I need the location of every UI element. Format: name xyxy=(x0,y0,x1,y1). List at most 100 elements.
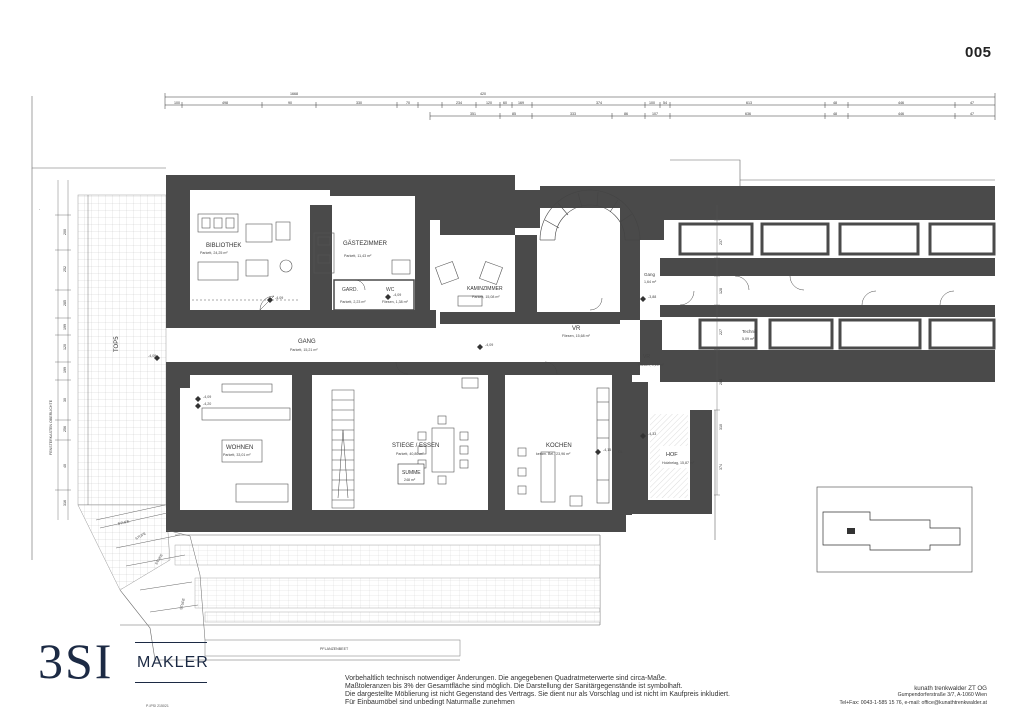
room-name-vr-side: VR xyxy=(643,354,650,360)
room-area-hof: Holzbelag, 15,87 m² xyxy=(662,461,695,465)
step-label-2: STUFE xyxy=(135,531,148,541)
step-label-4: STUFE xyxy=(179,597,186,610)
dimension-chain-top xyxy=(164,93,996,120)
garden-paving-1 xyxy=(174,544,601,566)
logo-rule-bottom xyxy=(135,682,207,683)
svg-text:316: 316 xyxy=(63,500,67,506)
walls xyxy=(166,175,995,532)
room-name-vr-top: VR xyxy=(572,326,581,332)
summe-box xyxy=(397,463,425,485)
sheet-number: 005 xyxy=(965,44,992,61)
svg-text:498: 498 xyxy=(222,101,228,105)
level-3: -4,09 xyxy=(203,395,211,399)
doors xyxy=(259,275,955,375)
svg-text:310: 310 xyxy=(719,424,723,430)
planter-bed xyxy=(204,639,461,657)
furniture-wohnen xyxy=(201,383,291,503)
room-area-summe: 248 m² xyxy=(404,478,416,482)
level-8: -4,33 xyxy=(648,432,656,436)
room-area-bibliothek: Parkett, 24,25 m² xyxy=(200,251,228,255)
room-area-kaminzimmer: Parkett, 15,08 m² xyxy=(472,295,500,299)
svg-text:48: 48 xyxy=(833,101,837,105)
ol-label: OL xyxy=(618,450,623,454)
room-area-gaestezimmer: Parkett, 11,43 m² xyxy=(344,254,372,258)
room-name-gang-right: Gang xyxy=(644,272,656,277)
architect-contact: Tel+Fax: 0043-1-585 15 76, e-mail: offic… xyxy=(839,699,987,706)
level-1: -4,09 xyxy=(275,296,283,300)
svg-text:374: 374 xyxy=(596,101,602,105)
room-area-vr-top: Fliesen, 15,68 m² xyxy=(562,334,591,338)
dim-left-values: 200 252 285 199 120 199 30 256 40 316 xyxy=(63,229,67,506)
level-7: -4,09 xyxy=(393,293,401,297)
hof-label-bg xyxy=(660,446,688,468)
side-label: FENSTERKASTEN OBERLICHTE xyxy=(49,399,53,455)
svg-text:30: 30 xyxy=(63,398,67,402)
room-name-summe: SUMME xyxy=(402,470,421,476)
svg-text:120: 120 xyxy=(63,344,67,350)
svg-text:120: 120 xyxy=(486,101,492,105)
level-2: -4,09 xyxy=(148,354,156,358)
svg-text:252: 252 xyxy=(63,266,67,272)
room-name-stiege-essen: STIEGE / ESSEN xyxy=(392,443,439,449)
key-plan xyxy=(816,486,973,573)
svg-text:613: 613 xyxy=(746,101,752,105)
room-name-gang: GANG xyxy=(298,339,316,345)
level-markers xyxy=(154,294,646,455)
svg-text:284: 284 xyxy=(719,379,723,385)
svg-text:227: 227 xyxy=(719,329,723,335)
courtyard-paving xyxy=(77,194,167,506)
spiral-stair xyxy=(539,189,641,241)
dim-row-2: 351 85 333 86 107 636 48 446 47 xyxy=(470,112,974,116)
disclaimer-line-2: Maßtoleranzen bis 3% der Gesamtfläche si… xyxy=(345,683,683,691)
dim-row-1: 100 498 90 330 70 234 120 60 169 374 100… xyxy=(174,101,974,105)
room-area-technik: 5,09 m² xyxy=(742,337,755,341)
svg-text:446: 446 xyxy=(898,101,904,105)
site-label-left: - xyxy=(37,208,41,210)
step-label-1: STUFE xyxy=(117,519,130,525)
svg-text:200: 200 xyxy=(63,229,67,235)
level-6: -4,20 xyxy=(203,402,211,406)
furniture-bibliothek xyxy=(192,213,300,301)
svg-text:374: 374 xyxy=(719,464,723,470)
svg-text:330: 330 xyxy=(356,101,362,105)
svg-text:90: 90 xyxy=(288,101,292,105)
svg-text:237: 237 xyxy=(719,239,723,245)
svg-text:100: 100 xyxy=(174,101,180,105)
furniture-kaminzimmer xyxy=(435,261,503,307)
room-area-gang: Parkett, 15,21 m² xyxy=(290,348,318,352)
furniture-gaestezimmer xyxy=(313,232,411,275)
room-area-stiege-essen: Parkett, 40,80 m² xyxy=(396,452,424,456)
architect-address: Gumpendorferstraße 3/7, A-1060 Wien xyxy=(897,692,987,699)
room-area-gard: Parkett, 2,23 m² xyxy=(340,300,366,304)
dim-right-values: 237 128 227 284 310 374 xyxy=(719,239,723,470)
svg-text:333: 333 xyxy=(570,112,576,116)
dimension-chain-left xyxy=(55,180,89,520)
garden-paving-2 xyxy=(194,577,601,609)
garden-paving-3 xyxy=(204,611,601,623)
room-name-bibliothek: BIBLIOTHEK xyxy=(206,243,241,249)
room-area-vr-side: Fliesen, 4,15 m² xyxy=(638,363,665,367)
footer-code: P-IPSI 215021 xyxy=(146,704,169,708)
disclaimer-line-3: Die dargestellte Möblierung ist nicht Ge… xyxy=(345,691,730,699)
room-vr-floor xyxy=(539,240,619,310)
room-bibliothek-floor xyxy=(192,198,308,306)
logo-3si: 3SI xyxy=(38,633,114,689)
room-gaestezimmer-floor xyxy=(334,198,414,278)
svg-text:47: 47 xyxy=(970,112,974,116)
room-area-wohnen: Parkett, 33,01 m² xyxy=(223,453,251,457)
room-name-kochen: KOCHEN xyxy=(546,443,572,449)
level-9: -4,15 xyxy=(603,448,611,452)
room-area-gang-right: 1,64 m² xyxy=(644,280,657,284)
svg-text:636: 636 xyxy=(745,112,751,116)
disclaimer-line-4: Für Einbaumöbel sind unbedingt Naturmaße… xyxy=(345,699,515,707)
level-5: -3,88 xyxy=(648,295,656,299)
room-area-wc: Fliesen, 1,38 m² xyxy=(382,300,409,304)
svg-text:199: 199 xyxy=(63,367,67,373)
svg-text:70: 70 xyxy=(406,101,410,105)
svg-text:40: 40 xyxy=(63,464,67,468)
furniture-dining xyxy=(417,377,479,485)
svg-text:256: 256 xyxy=(63,426,67,432)
svg-text:351: 351 xyxy=(470,112,476,116)
dim-total-1: 1668 xyxy=(290,92,298,96)
architect-block: kunath trenkwalder ZT OG Gumpendorferstr… xyxy=(827,685,987,707)
